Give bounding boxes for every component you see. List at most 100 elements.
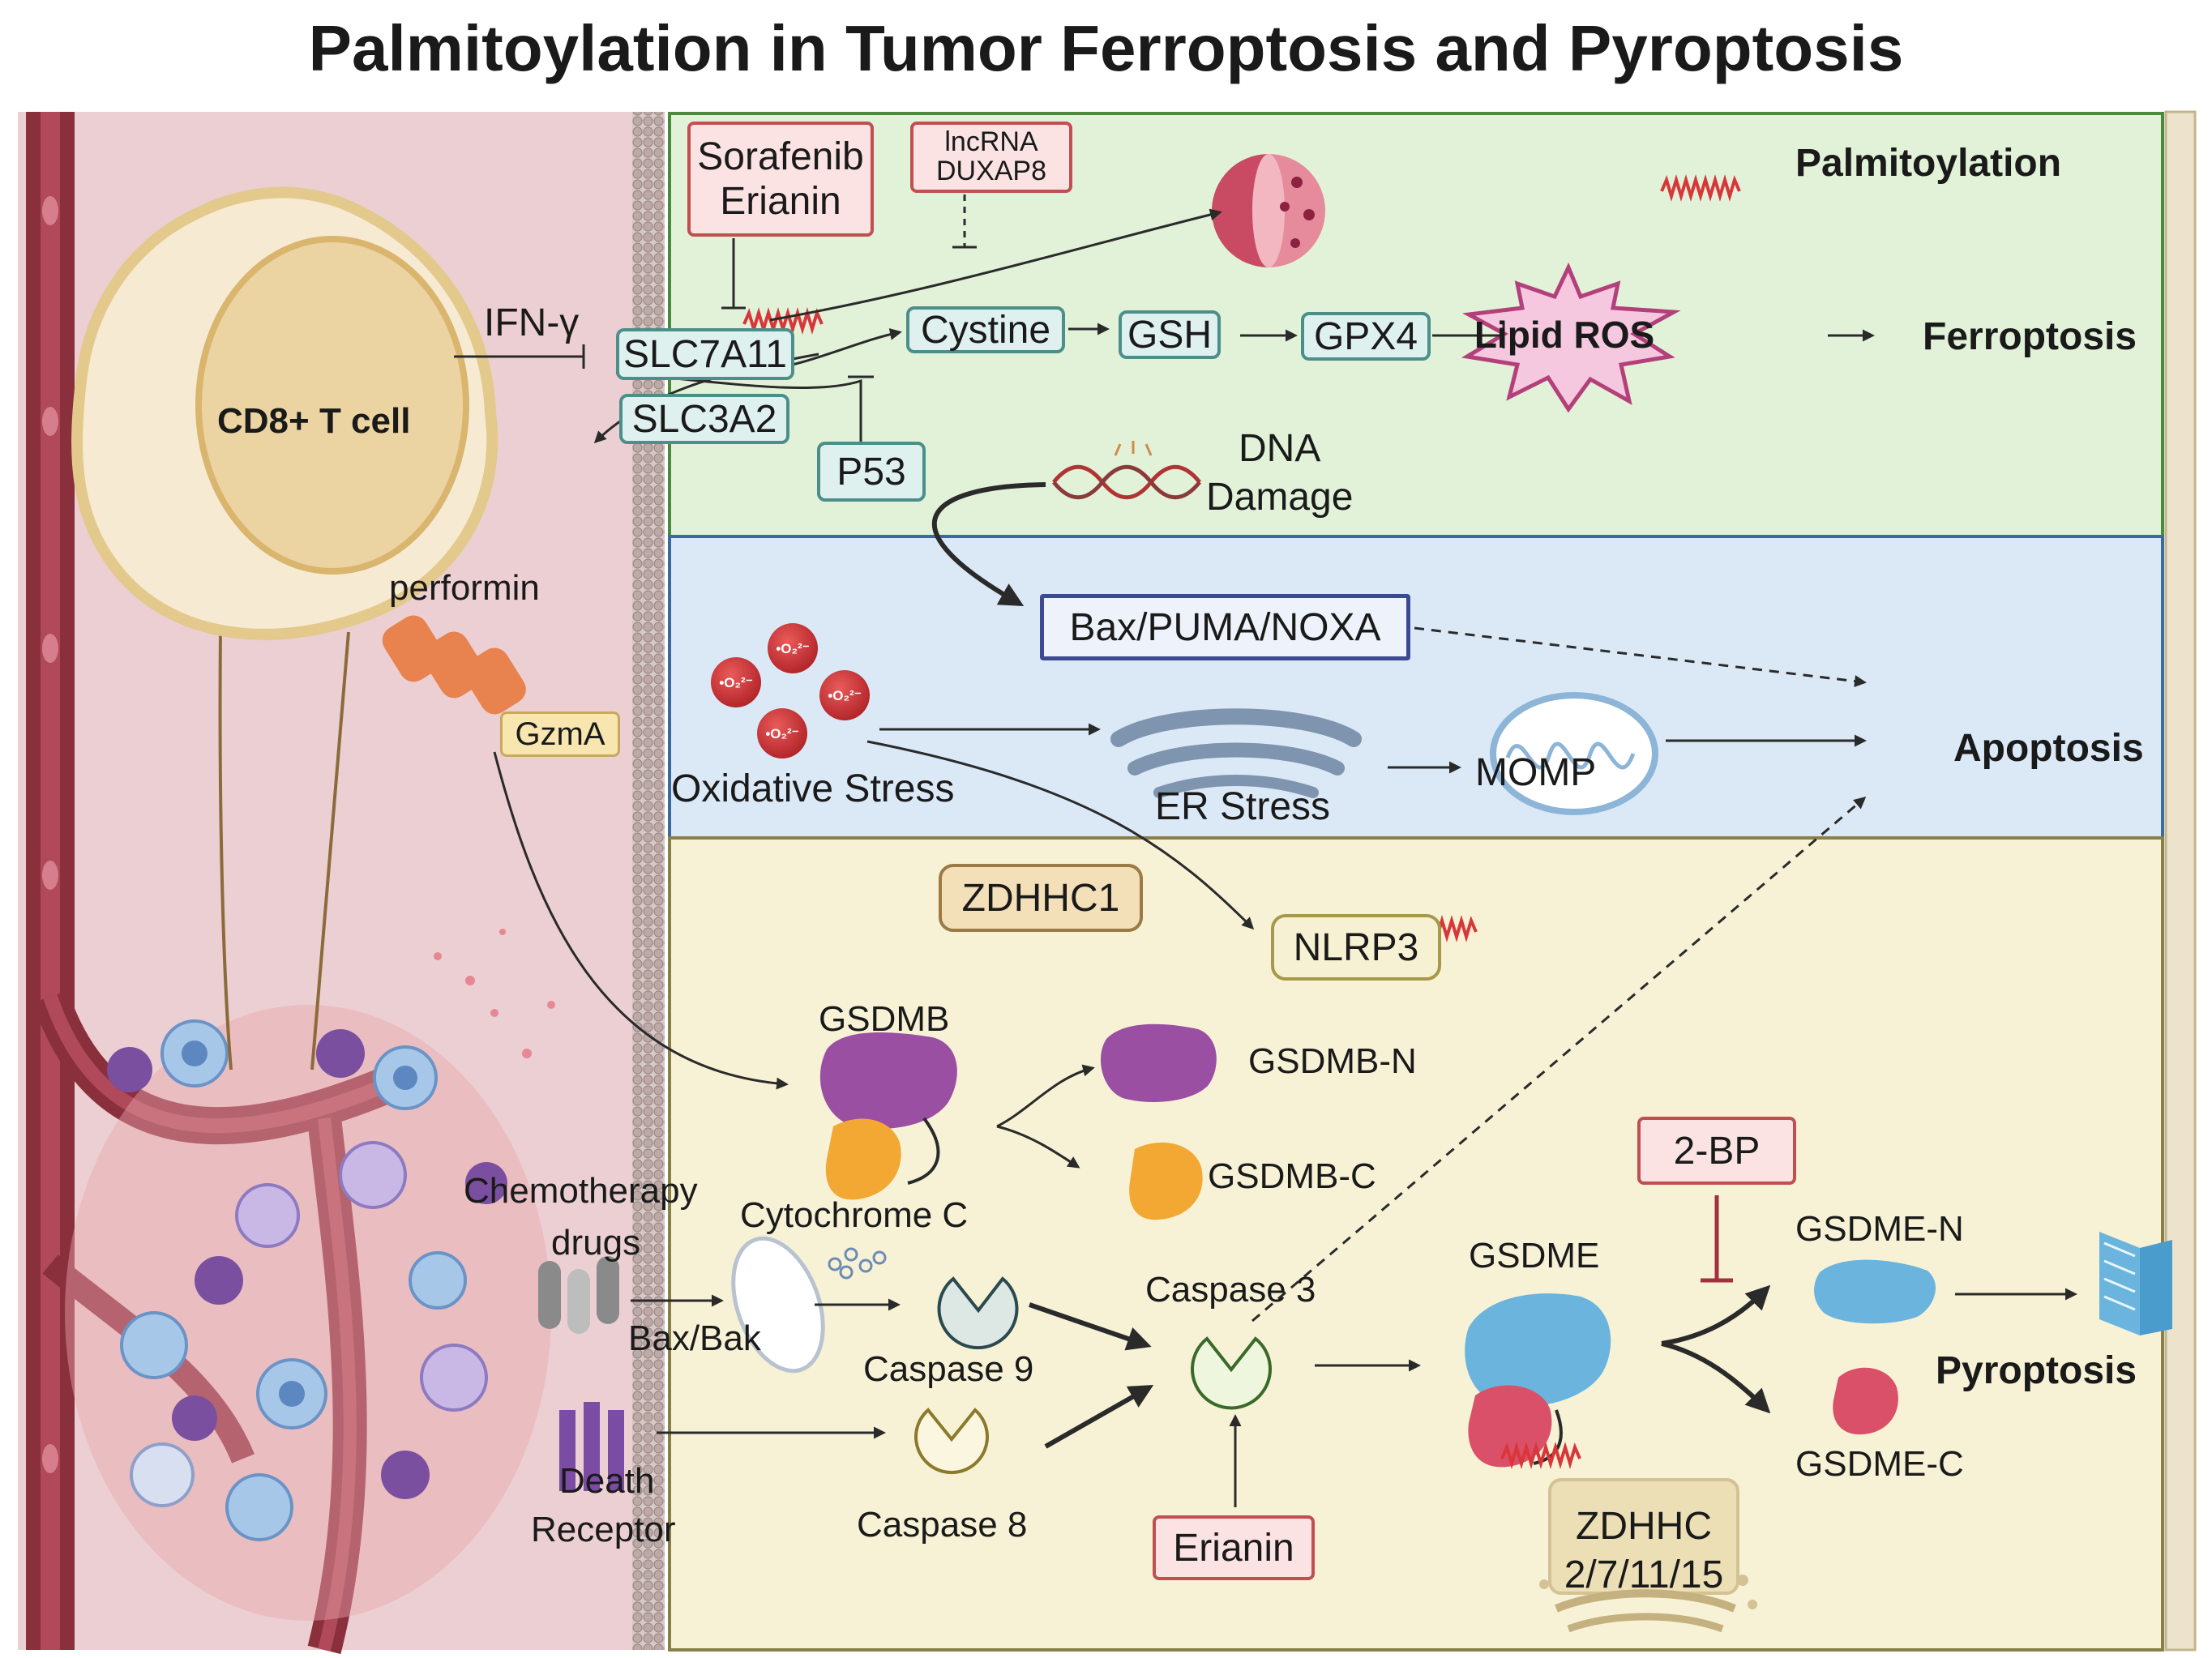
superoxide-label-1: •O₂²⁻ bbox=[719, 675, 752, 690]
bax-to-apoptosis-dashed-arrow bbox=[1414, 626, 1867, 688]
gsdme-c-label: GSDME-C bbox=[1795, 1444, 1964, 1484]
caspase8-label: Caspase 8 bbox=[857, 1505, 1028, 1545]
caspase9-icon bbox=[937, 1276, 1019, 1349]
zdhhc1-box: ZDHHC1 bbox=[939, 864, 1143, 932]
caspase3-label: Caspase 3 bbox=[1145, 1270, 1316, 1310]
gsdmb-split-arrow-down bbox=[996, 1125, 1080, 1169]
performin-label: performin bbox=[389, 568, 540, 608]
nlrp3-box: NLRP3 bbox=[1271, 914, 1441, 981]
two-bp-box: 2-BP bbox=[1637, 1117, 1796, 1185]
erianin-bottom-label: Erianin bbox=[1173, 1526, 1294, 1570]
gsdmb-n-label: GSDMB-N bbox=[1248, 1041, 1417, 1081]
zdhhc-numbers-label: 2/7/11/15 bbox=[1564, 1553, 1724, 1596]
gsdme-protein bbox=[1465, 1293, 1611, 1468]
sorafenib-erianin-box: Sorafenib Erianin bbox=[687, 122, 874, 237]
bax-puma-noxa-label: Bax/PUMA/NOXA bbox=[1069, 605, 1381, 649]
gsdme-palmitoylation-wave bbox=[1500, 1442, 1581, 1469]
gsdmb-label: GSDMB bbox=[819, 999, 950, 1039]
dna-damage-to-bax-arrow bbox=[931, 482, 1046, 606]
gsdme-pore-icon bbox=[2099, 1232, 2172, 1335]
bax-puma-noxa-box: Bax/PUMA/NOXA bbox=[1040, 594, 1410, 660]
gzma-box: GzmA bbox=[500, 711, 620, 757]
gzma-label: GzmA bbox=[515, 716, 605, 752]
gsdme-n-label: GSDME-N bbox=[1795, 1209, 1964, 1249]
gsdme-label: GSDME bbox=[1469, 1236, 1600, 1276]
right-membrane bbox=[2164, 110, 2197, 1652]
slc3a2-label: SLC3A2 bbox=[631, 397, 777, 441]
lncrna-duxap8-box: lncRNA DUXAP8 bbox=[910, 122, 1072, 193]
cystine-label: Cystine bbox=[920, 308, 1051, 352]
lipid-ros-burst bbox=[1461, 262, 1681, 413]
damage-label: Damage bbox=[1206, 476, 1354, 519]
cystine-to-lipid-droplet-arrow bbox=[769, 208, 1222, 322]
lipid-ros-label: Lipid ROS bbox=[1474, 314, 1655, 356]
superoxide-label-3: •O₂²⁻ bbox=[828, 688, 861, 703]
caspase9-to-caspase3-arrow bbox=[1029, 1302, 1152, 1351]
pyroptosis-label: Pyroptosis bbox=[1936, 1349, 2137, 1392]
dna-label: DNA bbox=[1239, 427, 1321, 470]
cd8-t-cell-shape bbox=[71, 186, 498, 640]
p53-label: P53 bbox=[836, 450, 906, 494]
nlrp3-label: NLRP3 bbox=[1293, 925, 1419, 969]
oxidative-to-nlrp3-arrow bbox=[866, 740, 1255, 930]
chemotherapy-label: Chemotherapy bbox=[464, 1171, 698, 1211]
superoxide-label-4: •O₂²⁻ bbox=[765, 726, 798, 741]
lipid-droplet-icon bbox=[1212, 154, 1325, 267]
gsdme-split-arrow-up bbox=[1661, 1284, 1771, 1346]
cytochrome-c-label: Cytochrome C bbox=[740, 1195, 969, 1235]
erianin-bottom-box: Erianin bbox=[1153, 1515, 1315, 1580]
drugs-label: drugs bbox=[551, 1223, 641, 1263]
caspase3-icon bbox=[1191, 1336, 1272, 1410]
blood-vessel bbox=[26, 112, 430, 1655]
erianin-top-label: Erianin bbox=[720, 180, 841, 223]
sorafenib-label: Sorafenib bbox=[697, 135, 864, 178]
gsdme-split-arrow-down bbox=[1661, 1341, 1771, 1414]
caspase9-label: Caspase 9 bbox=[863, 1349, 1034, 1389]
momp-label: MOMP bbox=[1475, 751, 1597, 794]
two-bp-label: 2-BP bbox=[1673, 1129, 1761, 1173]
gsdme-n-protein bbox=[1814, 1259, 1936, 1324]
gzma-to-gsdmb-arrow bbox=[493, 751, 789, 1090]
gsdme-c-protein bbox=[1833, 1367, 1898, 1435]
dna-damage-icon bbox=[1052, 441, 1201, 500]
gsdmb-protein bbox=[819, 1032, 957, 1200]
superoxide-cluster: •O₂²⁻ •O₂²⁻ •O₂²⁻ •O₂²⁻ bbox=[711, 623, 870, 758]
apoptosis-label: Apoptosis bbox=[1953, 727, 2144, 770]
gsh-label: GSH bbox=[1127, 313, 1212, 357]
palmitoylation-legend-wave bbox=[1660, 174, 1741, 202]
p53-box: P53 bbox=[817, 442, 926, 502]
slc3a2-box: SLC3A2 bbox=[619, 394, 789, 444]
page-title: Palmitoylation in Tumor Ferroptosis and … bbox=[308, 12, 1904, 84]
er-stress-icon bbox=[1110, 708, 1362, 798]
caspase8-icon bbox=[914, 1408, 989, 1475]
cd8-t-cell-label: CD8+ T cell bbox=[217, 401, 411, 441]
bax-bak-label: Bax/Bak bbox=[628, 1318, 761, 1358]
superoxide-label-2: •O₂²⁻ bbox=[776, 641, 809, 656]
caspase8-to-caspase3-arrow bbox=[1044, 1385, 1154, 1449]
gsdmb-c-protein bbox=[1129, 1142, 1203, 1220]
golgi-icon bbox=[1539, 1478, 1757, 1633]
gpx4-box: GPX4 bbox=[1301, 312, 1431, 361]
tumor-cells bbox=[65, 929, 555, 1621]
ferroptosis-label: Ferroptosis bbox=[1923, 315, 2137, 358]
chemotherapy-capsules bbox=[538, 1256, 619, 1334]
duxap8-label: DUXAP8 bbox=[935, 156, 1047, 186]
gsh-box: GSH bbox=[1119, 310, 1221, 359]
performin-pore bbox=[382, 615, 526, 715]
er-stress-label: ER Stress bbox=[1155, 785, 1331, 828]
oxidative-stress-label: Oxidative Stress bbox=[671, 767, 955, 810]
gsdmb-c-label: GSDMB-C bbox=[1208, 1156, 1376, 1196]
slc7a11-label: SLC7A11 bbox=[623, 332, 787, 376]
lncrna-label: lncRNA bbox=[944, 126, 1038, 158]
apoptosis-panel bbox=[668, 535, 2164, 840]
receptor-label: Receptor bbox=[531, 1510, 676, 1549]
gpx4-label: GPX4 bbox=[1313, 314, 1418, 358]
cytochrome-c-mitochondria bbox=[731, 1236, 887, 1374]
palmitoylation-legend-label: Palmitoylation bbox=[1795, 142, 2062, 185]
ifn-gamma-label: IFN-γ bbox=[484, 301, 580, 344]
death-label: Death bbox=[559, 1461, 655, 1501]
gsdmb-n-protein bbox=[1100, 1023, 1217, 1102]
zdhhc-label: ZDHHC bbox=[1576, 1505, 1712, 1548]
